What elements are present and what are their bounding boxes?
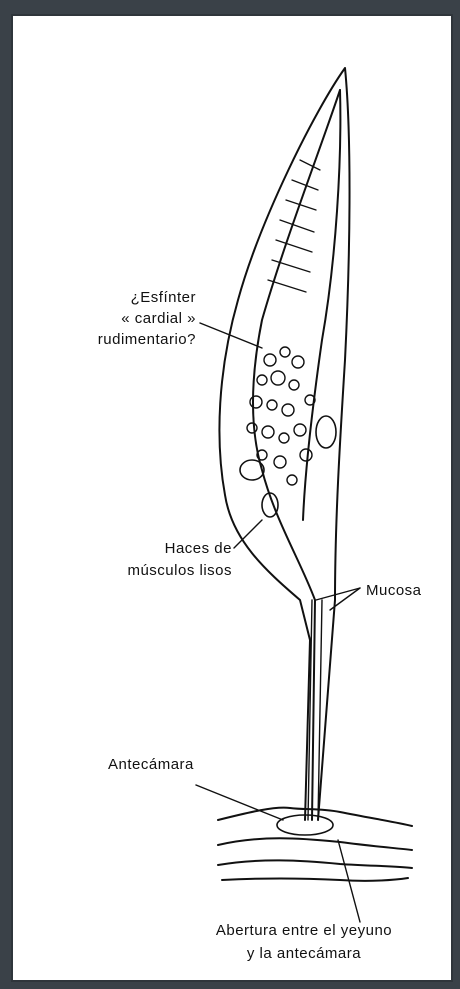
jejunum-wall-low: [218, 860, 412, 868]
jejunum-wall-top: [218, 808, 412, 826]
leader-mucosa-1: [316, 588, 360, 600]
jejunum-wall-mid: [218, 838, 412, 850]
label-sphincter-1: ¿Esfínter: [70, 289, 196, 306]
label-muscles-1: Haces de: [60, 540, 232, 557]
jejunum-wall-bottom: [222, 878, 408, 881]
label-muscles-2: músculos lisos: [40, 562, 232, 579]
label-sphincter-3: rudimentario?: [40, 331, 196, 348]
label-sphincter-2: « cardial »: [70, 310, 196, 327]
inner-lumen-right: [303, 90, 340, 520]
follicle: [240, 460, 264, 480]
label-opening-1: Abertura entre el yeyuno: [150, 922, 458, 939]
follicle: [316, 416, 336, 448]
organ-outline: [219, 68, 349, 820]
muscle-cluster: [247, 347, 315, 485]
label-mucosa: Mucosa: [366, 582, 422, 599]
label-opening-2: y la antecámara: [150, 945, 458, 962]
label-antechamber: Antecámara: [108, 756, 194, 773]
